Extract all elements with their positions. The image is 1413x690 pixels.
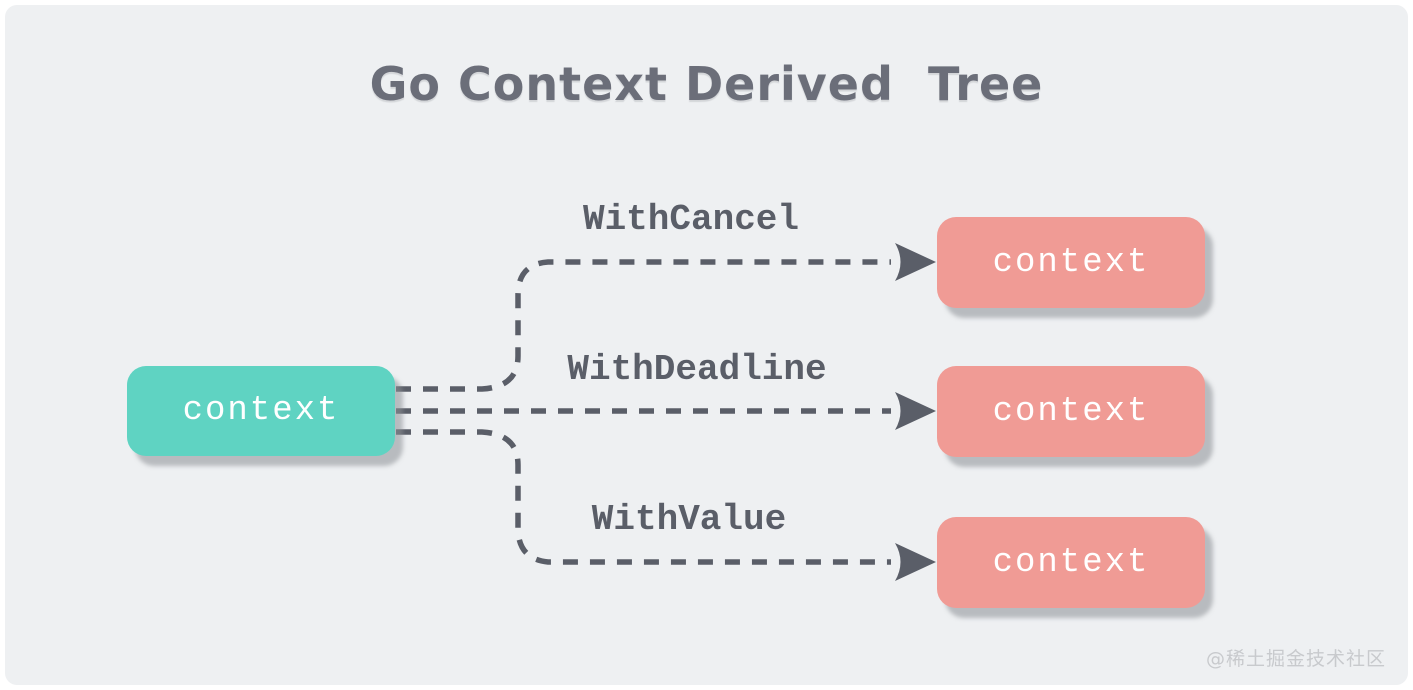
node-context-root: context: [127, 366, 395, 456]
edge-label-withcancel: WithCancel: [582, 199, 800, 240]
edge-withcancel-path: [396, 259, 891, 392]
edge-label-withdeadline: WithDeadline: [567, 349, 827, 390]
diagram-canvas: Go Context Derived Tree context WithCanc…: [5, 5, 1408, 685]
arrowhead-withvalue-icon: [895, 543, 936, 581]
node-context-withcancel-label: context: [992, 243, 1150, 282]
node-context-withvalue: context: [937, 517, 1205, 608]
edge-withvalue-path: [396, 429, 891, 565]
node-context-withdeadline: context: [937, 366, 1205, 457]
arrowhead-withdeadline-icon: [895, 392, 936, 430]
diagram-title: Go Context Derived Tree: [369, 57, 1044, 111]
node-context-root-label: context: [182, 392, 340, 430]
edge-label-withvalue: WithValue: [591, 499, 787, 540]
watermark: @稀土掘金技术社区: [1205, 648, 1386, 670]
edges-layer: [396, 243, 936, 581]
node-context-withcancel: context: [937, 217, 1205, 308]
arrowhead-withcancel-icon: [895, 243, 936, 281]
node-context-withdeadline-label: context: [992, 392, 1150, 431]
node-context-withvalue-label: context: [992, 543, 1150, 582]
